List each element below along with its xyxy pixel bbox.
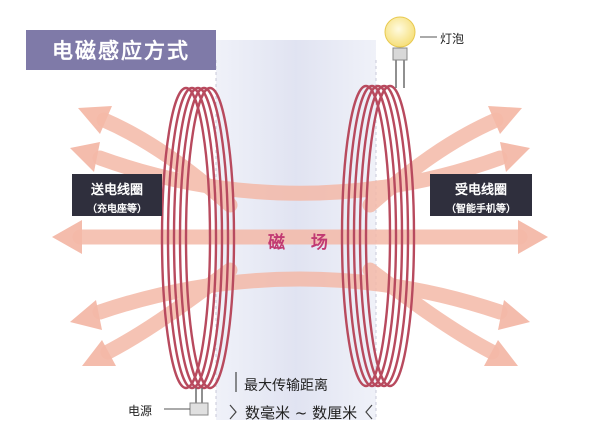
bulb-label: 灯泡 [440, 32, 465, 46]
receive-coil [340, 84, 416, 388]
arrowhead-upper-right [500, 142, 530, 172]
arrowhead-bottom-right [484, 340, 518, 366]
bulb-assembly [384, 16, 437, 88]
distance-range-label: 数毫米 ~ 数厘米 [245, 404, 358, 422]
arrow-heads [52, 106, 548, 366]
transmit-coil [160, 86, 236, 390]
receive-coil-title: 受电线圈 [454, 183, 507, 198]
arrowhead-lower-right [498, 300, 530, 330]
arrowhead-top-left [78, 106, 112, 134]
distance-indicator [229, 372, 373, 420]
bulb-base [392, 47, 408, 61]
magnetic-field-label: 磁 场 [268, 233, 338, 253]
send-coil-label: 送电线圈 （充电座等） [72, 174, 162, 216]
arrowhead-top-right [488, 106, 522, 134]
arrowhead-bottom-left [82, 340, 116, 366]
send-coil-title: 送电线圈 [90, 183, 143, 198]
power-plug [189, 402, 209, 416]
bulb-icon [384, 16, 416, 48]
power-label: 电源 [128, 404, 153, 418]
power-assembly [164, 388, 209, 416]
diagram-title: 电磁感应方式 [26, 30, 216, 70]
receive-coil-label: 受电线圈 （智能手机等） [430, 174, 532, 216]
arrowhead-center-left [52, 220, 82, 254]
arrow-top-right [362, 112, 504, 213]
arrow-lower-mid [92, 271, 508, 320]
arrowhead-center-right [518, 220, 548, 254]
receive-coil-subtitle: （智能手机等） [446, 204, 516, 215]
arrowhead-lower-left [70, 300, 102, 330]
arrowhead-upper-left [70, 142, 100, 172]
arrow-bottom-right [362, 262, 500, 360]
max-distance-label: 最大传输距离 [244, 378, 328, 394]
send-coil-subtitle: （充电座等） [87, 204, 147, 215]
